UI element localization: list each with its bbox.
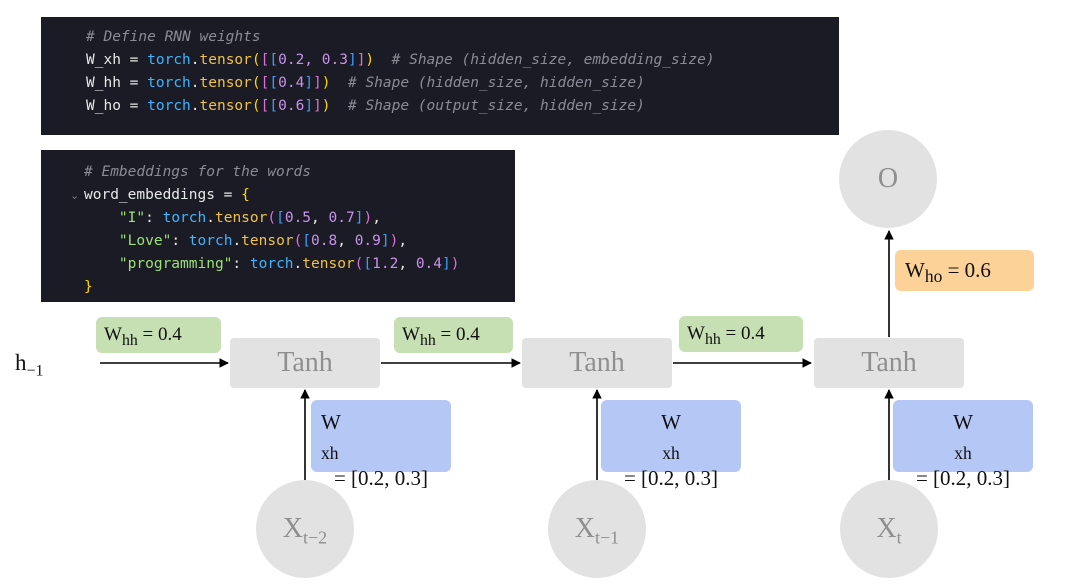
code-num: 0.9 (354, 233, 381, 249)
code-comment: # Shape (hidden_size, hidden_size) (347, 75, 645, 91)
code-key: "Love" (118, 233, 172, 249)
fold-chevron-icon[interactable]: ⌄ (70, 189, 80, 202)
tanh-cell-3: Tanh (814, 338, 964, 388)
code-comment: # Shape (output_size, hidden_size) (347, 98, 645, 114)
code-num: 1.2 (372, 256, 399, 272)
code-key: "I" (118, 210, 146, 226)
code-var: W_ho (86, 98, 121, 114)
code-line-dict-open: word_embeddings = { (84, 187, 250, 203)
input-node-t-minus-2: Xt−2 (256, 480, 354, 578)
code-num: 0.4 (415, 256, 443, 272)
whh-label-3: Whh = 0.4 (679, 316, 803, 352)
code-num: 0.7 (328, 210, 355, 226)
code-line-who: W_ho = torch.tensor([[0.6]]) # Shape (ou… (86, 98, 645, 114)
code-line-wxh: W_xh = torch.tensor([[0.2, 0.3]]) # Shap… (86, 52, 715, 68)
code-values: 0.2, 0.3 (278, 52, 348, 68)
code-block-embeddings: ⌄ # Embeddings for the words word_embeddin… (41, 150, 515, 302)
code-var: word_embeddings (84, 187, 215, 203)
code-num: 0.8 (311, 233, 338, 249)
whh-label-2: Whh = 0.4 (394, 317, 513, 353)
code-key: "programming" (118, 256, 233, 272)
code-comment: # Shape (hidden_size, embedding_size) (391, 52, 715, 68)
tanh-cell-2: Tanh (522, 338, 672, 388)
code-var: W_xh (86, 52, 121, 68)
input-node-t: Xt (840, 480, 938, 578)
code-values: 0.4 (278, 75, 305, 91)
input-node-t-minus-1: Xt−1 (548, 480, 646, 578)
tanh-cell-1: Tanh (230, 338, 380, 388)
code-line-entry: "I": torch.tensor([0.5, 0.7]), (118, 210, 381, 226)
code-comment: # Define RNN weights (86, 29, 261, 45)
code-punct: , (372, 210, 381, 226)
code-line-entry: "programming": torch.tensor([1.2, 0.4]) (118, 256, 460, 272)
code-values: 0.6 (278, 98, 305, 114)
who-label: Who = 0.6 (895, 250, 1034, 291)
code-num: 0.5 (284, 210, 312, 226)
code-line-whh: W_hh = torch.tensor([[0.4]]) # Shape (hi… (86, 75, 645, 91)
initial-hidden-state-label: h−1 (15, 350, 44, 380)
output-node: O (839, 130, 937, 228)
code-comment: # Embeddings for the words (84, 164, 311, 180)
code-line-dict-close: } (84, 279, 93, 295)
code-var: W_hh (86, 75, 121, 91)
code-punct: , (398, 233, 408, 249)
code-line-entry: "Love": torch.tensor([0.8, 0.9]), (118, 233, 408, 249)
whh-label-1: Whh = 0.4 (96, 317, 221, 353)
